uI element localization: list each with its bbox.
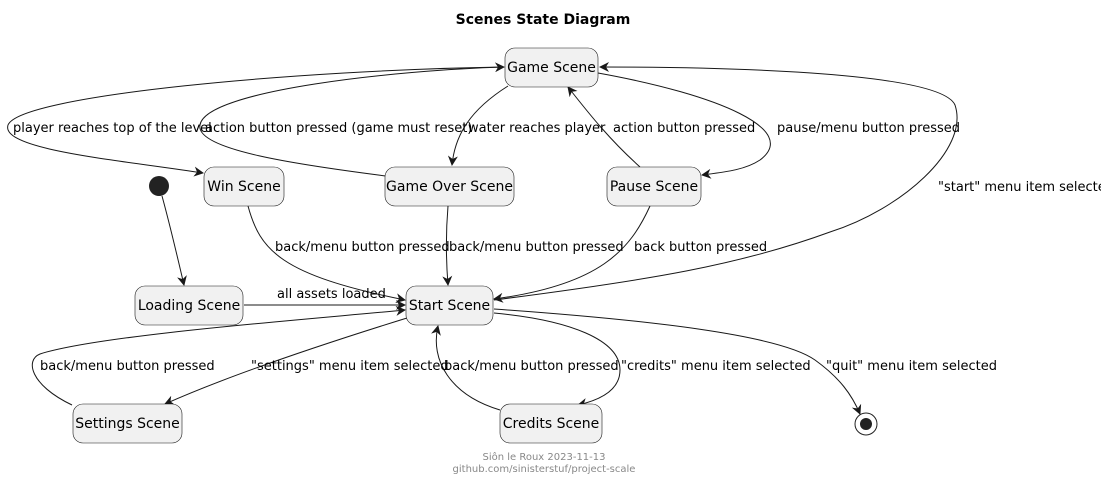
state-settings: Settings Scene <box>72 403 183 444</box>
state-pause-label: Pause Scene <box>610 179 698 195</box>
label-pause-back: back button pressed <box>634 240 767 255</box>
final-state-dot <box>860 418 872 430</box>
state-settings-box <box>72 403 183 444</box>
footer-repo: github.com/sinisterstuf/project-scale <box>453 464 636 475</box>
state-settings-label: Settings Scene <box>75 416 180 432</box>
state-pause-box <box>606 166 702 207</box>
label-settings-item: "settings" menu item selected <box>251 359 449 374</box>
edge-credits-to-start <box>431 325 501 411</box>
diagram-title: Scenes State Diagram <box>456 12 631 28</box>
state-win-box <box>203 166 285 207</box>
edge-start-to-credits <box>493 312 621 408</box>
state-credits-box <box>499 403 603 444</box>
footer-author: Siôn le Roux 2023-11-13 <box>482 451 605 463</box>
state-game-box <box>504 47 599 88</box>
label-action-reset: action button pressed (game must reset) <box>205 121 472 136</box>
edge-game-to-win <box>7 66 505 177</box>
state-credits: Credits Scene <box>499 403 603 444</box>
edge-start-to-settings <box>164 317 408 405</box>
states: Game Scene Win Scene Game Over Scene Pau… <box>72 47 878 444</box>
initial-state <box>149 176 169 196</box>
state-game-label: Game Scene <box>507 60 596 76</box>
final-state <box>854 412 878 436</box>
state-game: Game Scene <box>504 47 599 88</box>
label-credits-item: "credits" menu item selected <box>621 359 811 374</box>
state-start: Start Scene <box>405 285 494 326</box>
edge-pause-to-start <box>493 205 651 303</box>
label-water: water reaches player <box>468 121 606 136</box>
label-win-back: back/menu button pressed <box>275 240 450 255</box>
state-win: Win Scene <box>203 166 285 207</box>
state-pause: Pause Scene <box>606 166 702 207</box>
edge-game-to-pause <box>597 72 771 179</box>
state-credits-label: Credits Scene <box>503 416 600 432</box>
state-loading-label: Loading Scene <box>138 298 240 314</box>
state-loading-box <box>134 285 244 326</box>
label-credits-back: back/menu button pressed <box>444 359 619 374</box>
label-start-item: "start" menu item selected <box>938 180 1101 195</box>
label-pause-menu: pause/menu button pressed <box>777 121 960 136</box>
transition-labels: player reaches top of the level action b… <box>13 121 1101 374</box>
label-gameover-back: back/menu button pressed <box>449 240 624 255</box>
edge-gameover-to-game <box>199 62 505 177</box>
edge-initial-to-loading <box>161 195 187 286</box>
label-action: action button pressed <box>613 121 755 136</box>
label-assets: all assets loaded <box>277 287 386 302</box>
state-loading: Loading Scene <box>134 285 244 326</box>
transitions <box>7 62 958 415</box>
state-win-label: Win Scene <box>207 179 280 195</box>
edge-game-to-gameover <box>447 85 509 166</box>
edge-start-to-final <box>493 308 862 415</box>
edge-win-to-start <box>247 205 406 304</box>
edge-gameover-to-start <box>442 205 453 286</box>
edge-settings-to-start <box>31 305 406 406</box>
state-start-box <box>405 285 494 326</box>
label-player-top: player reaches top of the level <box>13 121 212 136</box>
label-settings-back: back/menu button pressed <box>40 359 215 374</box>
state-start-label: Start Scene <box>409 298 490 314</box>
edge-pause-to-game <box>567 86 641 168</box>
state-game-over: Game Over Scene <box>384 166 515 207</box>
state-game-over-label: Game Over Scene <box>386 179 513 195</box>
label-quit-item: "quit" menu item selected <box>826 359 997 374</box>
edge-start-to-game <box>493 62 958 301</box>
state-game-over-box <box>384 166 515 207</box>
